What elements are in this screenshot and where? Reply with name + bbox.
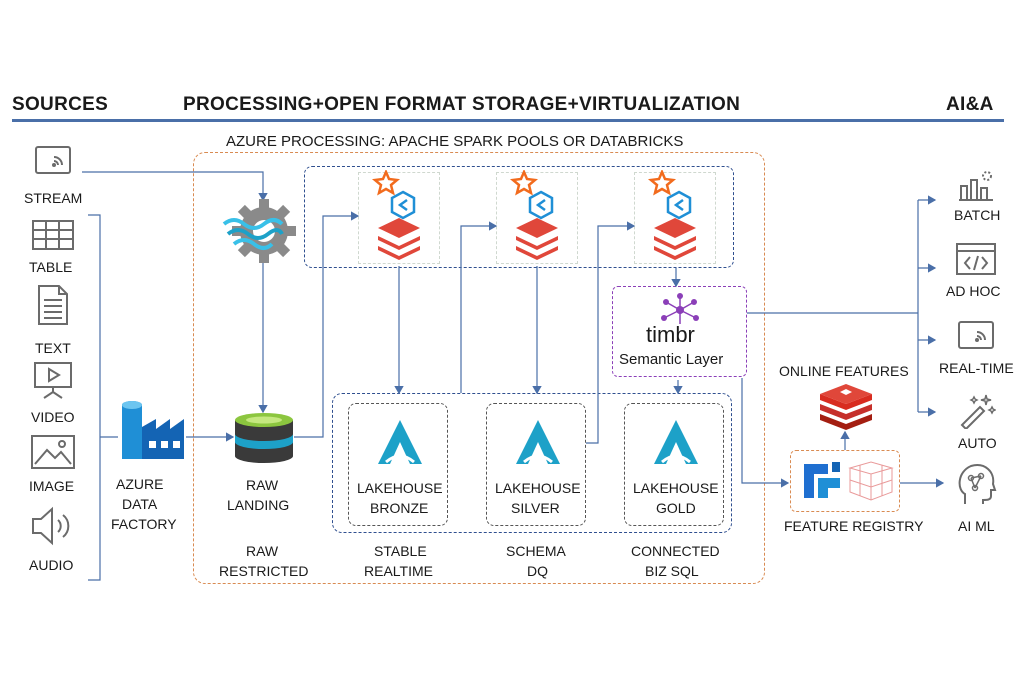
feature-store-icon [804, 462, 840, 498]
lakehouse-silver-sub2: DQ [527, 563, 548, 579]
azure-data-factory-icon [122, 401, 184, 459]
output-label-adhoc: AD HOC [946, 283, 1001, 299]
raw-landing-datalake-icon [235, 413, 293, 463]
lakehouse-bronze-icon [378, 420, 422, 464]
spark-pool-3-box [634, 172, 716, 264]
lakehouse-bronze-line1: LAKEHOUSE [357, 480, 443, 496]
lakehouse-silver-icon [516, 420, 560, 464]
lakehouse-gold-line2: GOLD [656, 500, 696, 516]
output-label-realtime: REAL-TIME [939, 360, 1014, 376]
azure-processing-container [193, 152, 765, 584]
lakehouse-gold-line1: LAKEHOUSE [633, 480, 719, 496]
timbr-network-icon [661, 293, 699, 324]
stream-icon [35, 146, 71, 174]
redis-icon [820, 384, 872, 430]
lakehouse-gold-icon [654, 420, 698, 464]
sources-header: SOURCES [12, 94, 109, 115]
lakehouse-silver-line2: SILVER [511, 500, 560, 516]
raw-landing-line1: RAW [246, 477, 279, 493]
spark-databricks-icon-2 [509, 170, 558, 260]
raw-restricted-line1: RAW [246, 543, 279, 559]
online-features-label: ONLINE FEATURES [779, 363, 909, 379]
source-label-video: VIDEO [31, 409, 75, 425]
spark-pool-2-box [496, 172, 578, 264]
video-icon [34, 362, 72, 399]
lakehouse-group [332, 393, 732, 533]
batch-chart-icon [959, 171, 993, 201]
code-window-icon [956, 243, 996, 275]
lakehouse-gold-sub1: CONNECTED [631, 543, 720, 559]
stream-analytics-gear-icon [222, 199, 296, 263]
lakehouse-silver-sub1: SCHEMA [506, 543, 566, 559]
processing-header: PROCESSING+OPEN FORMAT STORAGE+VIRTUALIZ… [183, 94, 741, 115]
timbr-logo-text: timbr [646, 322, 695, 347]
feature-registry-label: FEATURE REGISTRY [784, 518, 924, 534]
source-label-stream: STREAM [24, 190, 83, 206]
source-label-audio: AUDIO [29, 557, 74, 573]
output-label-aiml: AI ML [958, 518, 995, 534]
timbr-semantic-layer-label: Semantic Layer [619, 351, 724, 368]
header-rule [12, 119, 1004, 122]
adf-label-line1: AZURE [116, 476, 164, 492]
lakehouse-gold-box [624, 403, 724, 526]
ai-head-icon [958, 464, 997, 504]
lakehouse-bronze-box [348, 403, 448, 526]
magic-wand-icon [960, 394, 996, 429]
feature-grid-icon [848, 461, 894, 501]
source-label-image: IMAGE [29, 478, 75, 494]
azure-processing-label: AZURE PROCESSING: APACHE SPARK POOLS OR … [226, 133, 684, 150]
document-icon [38, 285, 68, 325]
spark-databricks-icon-3 [647, 170, 696, 260]
spark-pools-group [304, 166, 734, 268]
lakehouse-silver-line1: LAKEHOUSE [495, 480, 581, 496]
raw-restricted-line2: RESTRICTED [219, 563, 309, 579]
raw-landing-line2: LANDING [227, 497, 290, 513]
lakehouse-silver-box [486, 403, 586, 526]
lakehouse-gold-sub2: BIZ SQL [645, 563, 699, 579]
adf-label-line3: FACTORY [111, 516, 177, 532]
lakehouse-bronze-sub1: STABLE [374, 543, 427, 559]
output-label-batch: BATCH [954, 207, 1001, 223]
image-icon [31, 435, 75, 469]
spark-databricks-icon-1 [371, 170, 420, 260]
aia-header: AI&A [946, 94, 994, 115]
adf-label-line2: DATA [122, 496, 158, 512]
source-label-table: TABLE [29, 259, 73, 275]
table-icon [32, 220, 74, 250]
output-label-auto: AUTO [958, 435, 997, 451]
realtime-stream-icon [958, 321, 994, 349]
lakehouse-bronze-line2: BRONZE [370, 500, 429, 516]
source-label-text: TEXT [35, 340, 71, 356]
feature-registry-box [790, 450, 900, 512]
audio-icon [32, 506, 70, 546]
lakehouse-bronze-sub2: REALTIME [364, 563, 433, 579]
